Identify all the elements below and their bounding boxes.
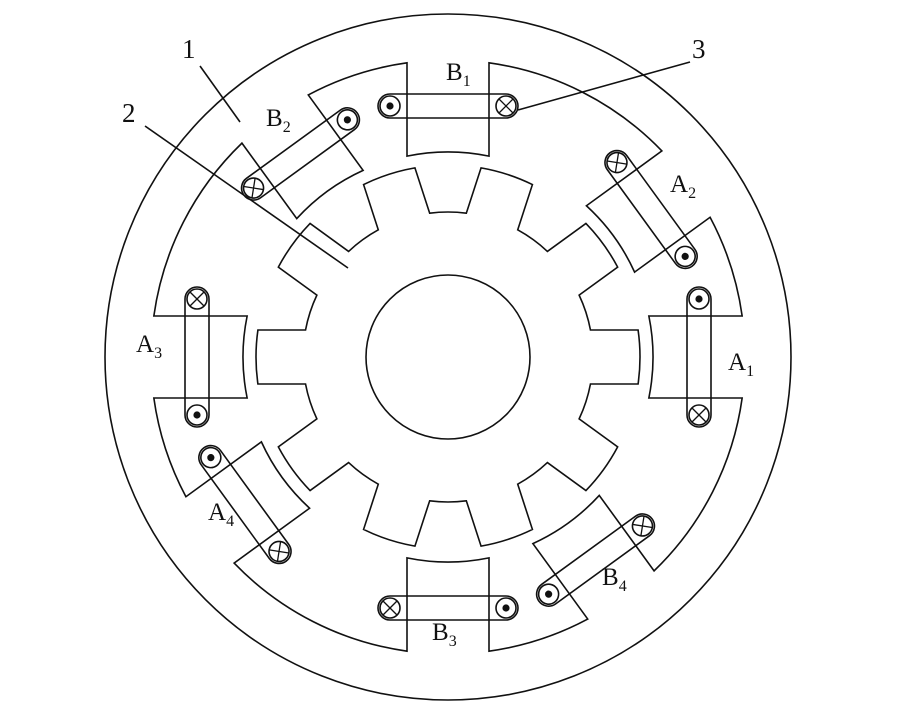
current-in-cross-icon	[606, 151, 628, 174]
current-in-cross-icon	[268, 540, 290, 563]
pole-label-b1: B1	[446, 59, 471, 90]
pole-label-a4: A4	[208, 499, 234, 530]
callout-2: 2	[122, 98, 136, 128]
current-in-cross-icon	[242, 177, 265, 199]
coil-a4	[198, 444, 292, 565]
current-out-dot-icon	[674, 245, 696, 268]
coil-loop	[184, 286, 210, 428]
coil-b3	[377, 595, 519, 621]
coil-loop	[198, 444, 292, 565]
coils	[184, 93, 712, 621]
current-out-dot-icon	[200, 446, 222, 469]
rotor-contour	[255, 166, 641, 548]
current-out-dot-icon	[537, 583, 560, 605]
shaft-circle	[365, 274, 531, 440]
current-in-cross-icon	[379, 597, 401, 619]
stator-inner-contour	[152, 61, 744, 653]
current-out-dot-icon	[379, 95, 401, 117]
current-in-cross-icon	[688, 404, 710, 426]
callout-3: 3	[692, 34, 706, 64]
leader-line-1	[199, 65, 241, 123]
stator-outer-circle	[104, 13, 792, 701]
coil-b4	[535, 513, 656, 607]
current-in-cross-icon	[186, 288, 208, 310]
coil-loop	[535, 513, 656, 607]
current-out-dot-icon	[186, 404, 208, 426]
coil-loop	[604, 149, 698, 270]
callout-1: 1	[182, 34, 196, 64]
coil-loop	[377, 93, 519, 119]
current-out-dot-icon	[336, 109, 359, 131]
pole-label-b3: B3	[432, 619, 457, 650]
leader-line-2	[144, 125, 349, 269]
coil-a3	[184, 286, 210, 428]
coil-loop	[377, 595, 519, 621]
coil-a2	[604, 149, 698, 270]
current-in-cross-icon	[631, 515, 654, 537]
current-out-dot-icon	[688, 288, 710, 310]
coil-b1	[377, 93, 519, 119]
current-out-dot-icon	[495, 597, 517, 619]
pole-label-a3: A3	[136, 331, 162, 362]
pole-label-b2: B2	[266, 105, 291, 136]
coil-b2	[240, 107, 361, 201]
pole-label-b4: B4	[602, 564, 627, 595]
pole-label-a1: A1	[728, 349, 754, 380]
current-in-cross-icon	[495, 95, 517, 117]
pole-label-a2: A2	[670, 171, 696, 202]
coil-a1	[686, 286, 712, 428]
leader-line-3	[517, 61, 691, 111]
coil-loop	[686, 286, 712, 428]
